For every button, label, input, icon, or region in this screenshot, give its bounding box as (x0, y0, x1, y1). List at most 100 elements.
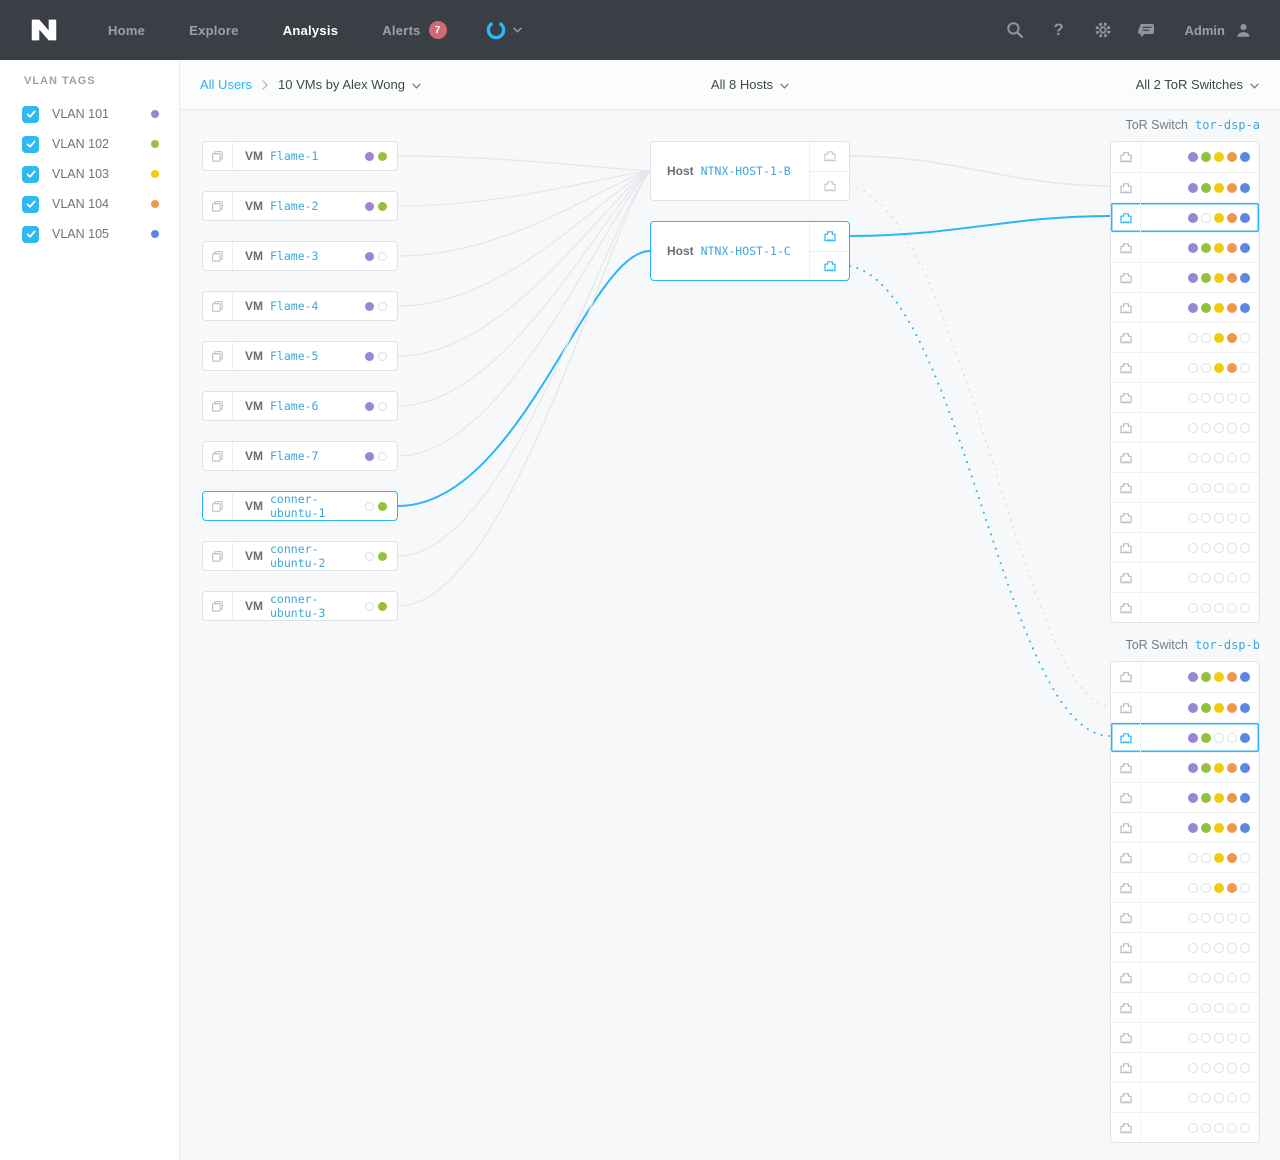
vlan-dot (1214, 543, 1224, 553)
vlan-dot (378, 302, 387, 311)
vm-card[interactable]: VMFlame-2 (202, 191, 398, 221)
switch-port-row[interactable] (1111, 662, 1259, 692)
switch-port-row[interactable] (1111, 692, 1259, 722)
switch-port-row[interactable] (1111, 1052, 1259, 1082)
help-icon[interactable]: ? (1037, 20, 1081, 40)
ethernet-port-icon (1111, 723, 1141, 752)
vm-card[interactable]: VMconner-ubuntu-2 (202, 541, 398, 571)
port-vlan-dots (1188, 243, 1250, 253)
gear-icon[interactable] (1081, 21, 1125, 39)
switch-port-row[interactable] (1111, 1112, 1259, 1142)
switch-port-row[interactable] (1111, 1082, 1259, 1112)
switch-port-row[interactable] (1111, 292, 1259, 322)
vlan-dot (1240, 273, 1250, 283)
checkbox-checked-icon[interactable] (22, 166, 39, 183)
vlan-dot (1227, 853, 1237, 863)
vm-vlan-dots (365, 602, 387, 611)
vm-name: conner-ubuntu-1 (270, 492, 365, 520)
switch-port-row[interactable] (1111, 932, 1259, 962)
checkbox-checked-icon[interactable] (22, 196, 39, 213)
vlan-dot (1201, 303, 1211, 313)
vlan-dot (1214, 303, 1224, 313)
vm-card[interactable]: VMFlame-7 (202, 441, 398, 471)
switch-port-row[interactable] (1111, 842, 1259, 872)
vm-card[interactable]: VMFlame-5 (202, 341, 398, 371)
switch-port-row[interactable] (1111, 202, 1259, 232)
vm-card[interactable]: VMconner-ubuntu-3 (202, 591, 398, 621)
switch-port-row[interactable] (1111, 1022, 1259, 1052)
switch-port-row[interactable] (1111, 532, 1259, 562)
host-card[interactable]: HostNTNX-HOST-1-C (650, 221, 850, 281)
vlan-tag-item[interactable]: VLAN 104 (0, 189, 179, 219)
checkbox-checked-icon[interactable] (22, 226, 39, 243)
vm-card[interactable]: VMFlame-4 (202, 291, 398, 321)
vlan-dot (1188, 603, 1198, 613)
vlan-dot (1201, 243, 1211, 253)
switches-filter-dropdown[interactable]: All 2 ToR Switches (1136, 60, 1259, 109)
switch-port-row[interactable] (1111, 992, 1259, 1022)
vlan-dot (1240, 672, 1250, 682)
vm-name: Flame-2 (270, 199, 318, 213)
vlan-tag-item[interactable]: VLAN 101 (0, 99, 179, 129)
vlan-tag-item[interactable]: VLAN 105 (0, 219, 179, 249)
checkbox-checked-icon[interactable] (22, 106, 39, 123)
switch-port-row[interactable] (1111, 562, 1259, 592)
switch-port-row[interactable] (1111, 412, 1259, 442)
vlan-dot (1201, 333, 1211, 343)
chevron-right-icon (262, 80, 268, 90)
vlan-tag-item[interactable]: VLAN 102 (0, 129, 179, 159)
switch-port-row[interactable] (1111, 752, 1259, 782)
switch-port-row[interactable] (1111, 382, 1259, 412)
switch-port-row[interactable] (1111, 472, 1259, 502)
switch-port-row[interactable] (1111, 142, 1259, 172)
switch-port-row[interactable] (1111, 502, 1259, 532)
vm-card[interactable]: VMFlame-1 (202, 141, 398, 171)
switch-port-row[interactable] (1111, 262, 1259, 292)
messages-icon[interactable] (1125, 21, 1169, 39)
breadcrumb-all-users-link[interactable]: All Users (200, 77, 252, 92)
nav-item-explore[interactable]: Explore (189, 23, 239, 38)
vlan-dot (365, 302, 374, 311)
switch-port-row[interactable] (1111, 232, 1259, 262)
vlan-dot (1214, 1093, 1224, 1103)
ethernet-port-icon[interactable] (810, 251, 849, 280)
vlan-dot (1201, 483, 1211, 493)
switch-port-row[interactable] (1111, 872, 1259, 902)
switch-port-row[interactable] (1111, 592, 1259, 622)
ethernet-port-icon[interactable] (810, 222, 849, 251)
switch-port-row[interactable] (1111, 812, 1259, 842)
vm-card[interactable]: VMconner-ubuntu-1 (202, 491, 398, 521)
vm-card[interactable]: VMFlame-6 (202, 391, 398, 421)
host-card[interactable]: HostNTNX-HOST-1-B (650, 141, 850, 201)
vlan-dot (1227, 543, 1237, 553)
switch-port-row[interactable] (1111, 172, 1259, 202)
switch-port-row[interactable] (1111, 722, 1259, 752)
vm-card[interactable]: VMFlame-3 (202, 241, 398, 271)
nutanix-logo-icon[interactable] (28, 14, 60, 46)
loading-spinner-menu[interactable] (485, 19, 522, 41)
vlan-tag-item[interactable]: VLAN 103 (0, 159, 179, 189)
vlan-dot (1227, 183, 1237, 193)
switch-port-row[interactable] (1111, 352, 1259, 382)
switch-port-row[interactable] (1111, 322, 1259, 352)
vlan-dot (1227, 333, 1237, 343)
ethernet-port-icon[interactable] (810, 171, 849, 200)
hosts-filter-dropdown[interactable]: All 8 Hosts (711, 60, 789, 109)
nav-item-home[interactable]: Home (108, 23, 145, 38)
switch-port-row[interactable] (1111, 902, 1259, 932)
user-menu[interactable]: Admin (1185, 22, 1252, 39)
topology-canvas: VMFlame-1VMFlame-2VMFlame-3VMFlame-4VMFl… (180, 110, 1280, 1160)
ethernet-port-icon[interactable] (810, 142, 849, 171)
vlan-dot (1227, 303, 1237, 313)
nav-item-alerts[interactable]: Alerts 7 (382, 21, 446, 39)
switch-port-row[interactable] (1111, 782, 1259, 812)
search-icon[interactable] (993, 21, 1037, 39)
vm-group-dropdown[interactable]: 10 VMs by Alex Wong (278, 77, 421, 92)
host-name: NTNX-HOST-1-B (701, 164, 791, 178)
vlan-dot (365, 252, 374, 261)
checkbox-checked-icon[interactable] (22, 136, 39, 153)
nav-item-analysis[interactable]: Analysis (283, 23, 339, 38)
vlan-dot (1227, 243, 1237, 253)
switch-port-row[interactable] (1111, 442, 1259, 472)
switch-port-row[interactable] (1111, 962, 1259, 992)
